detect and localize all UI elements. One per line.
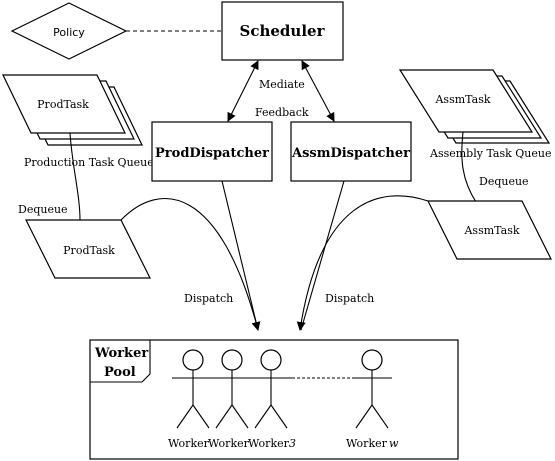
assembly-queue-label: Assembly Task Queue xyxy=(429,147,552,160)
worker-index-3: 3 xyxy=(289,437,296,450)
worker-pool-title-line1: Worker xyxy=(94,346,148,361)
prod-dispatcher-node: ProdDispatcher xyxy=(151,121,273,182)
worker-pool-title-line2: Pool xyxy=(104,365,136,380)
prod-dequeued-task-label: ProdTask xyxy=(63,244,115,257)
assm-dequeued-task: AssmTask xyxy=(427,200,552,260)
prod-queue-task-label: ProdTask xyxy=(37,98,89,111)
worker-figure-1 xyxy=(176,349,210,429)
assm-task-dispatch-curve xyxy=(296,195,429,331)
prod-task-dispatch-curve xyxy=(120,198,261,331)
assm-dispatcher-node: AssmDispatcher xyxy=(290,121,412,182)
worker-index-w: w xyxy=(389,437,399,450)
assembly-task-queue: AssmTask xyxy=(398,69,551,144)
prod-dispatcher-label: ProdDispatcher xyxy=(155,146,269,161)
prod-dequeue-line xyxy=(69,132,81,221)
assm-dispatcher-to-pool xyxy=(300,180,345,331)
worker-label-1: Worker xyxy=(168,437,210,450)
prod-dispatcher-to-pool xyxy=(221,180,259,331)
scheduler-label: Scheduler xyxy=(240,22,326,40)
production-queue-label: Production Task Queue xyxy=(24,156,154,169)
worker-label-2: Worker xyxy=(208,437,250,450)
feedback-label: Feedback xyxy=(255,106,309,119)
worker-figure-3 xyxy=(254,349,288,429)
worker-figure-w xyxy=(355,349,389,429)
scheduler-node: Scheduler xyxy=(221,1,344,61)
prod-dequeue-label: Dequeue xyxy=(18,203,68,216)
assm-dispatch-label: Dispatch xyxy=(325,292,374,305)
mediate-label: Mediate xyxy=(259,78,305,91)
worker-figure-2 xyxy=(215,349,249,429)
worker-label-w: Worker xyxy=(346,437,388,450)
assm-dequeue-label: Dequeue xyxy=(479,175,529,188)
prod-dequeued-task: ProdTask xyxy=(25,219,151,279)
assm-dispatcher-label: AssmDispatcher xyxy=(291,146,410,161)
policy-node: Policy xyxy=(10,2,128,60)
policy-label: Policy xyxy=(53,26,85,39)
production-task-queue: ProdTask xyxy=(2,74,143,146)
prod-dispatch-label: Dispatch xyxy=(184,292,233,305)
assm-dequeued-task-label: AssmTask xyxy=(463,224,519,237)
assm-dequeue-line xyxy=(461,131,477,203)
assm-queue-task-label: AssmTask xyxy=(434,93,490,106)
worker-label-3: Worker xyxy=(248,437,290,450)
feedback-arrow-assm xyxy=(301,60,335,122)
mediate-arrow-prod xyxy=(227,60,259,122)
